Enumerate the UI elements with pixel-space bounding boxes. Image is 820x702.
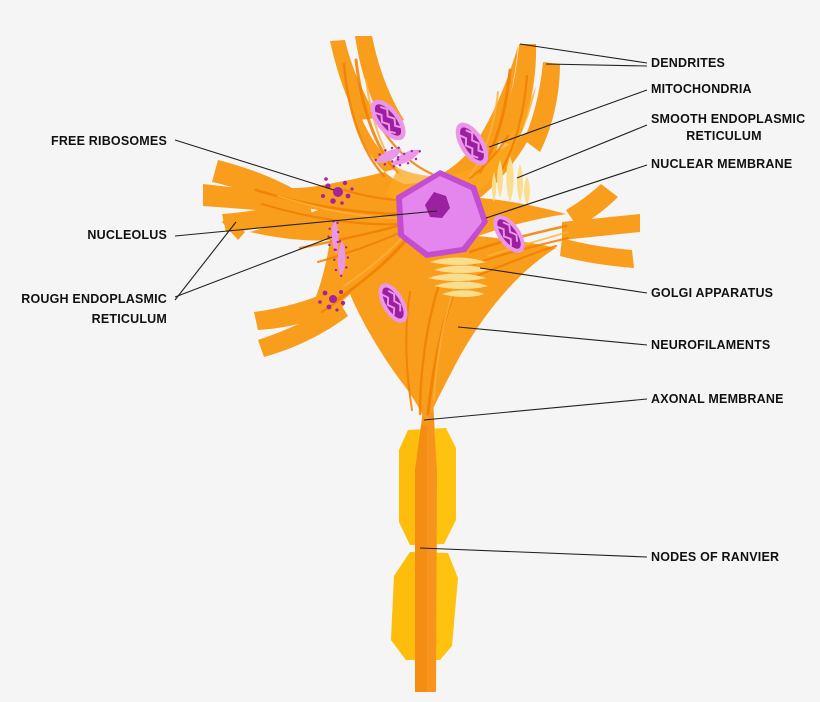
dendrite-left-tip <box>222 214 245 240</box>
label-rough-endoplasmic-reticulum-line1: ROUGH ENDOPLASMIC <box>21 292 167 306</box>
label-mitochondria: MITOCHONDRIA <box>651 82 752 96</box>
leader-dendrites-upper <box>519 43 648 64</box>
mito-matrix <box>460 127 484 161</box>
label-dendrites: DENDRITES <box>651 56 725 70</box>
mitochondrion-bottom <box>378 283 408 323</box>
label-axonal-membrane: AXONAL MEMBRANE <box>651 392 784 406</box>
free-ribosomes-lower <box>318 290 346 312</box>
label-golgi-apparatus: GOLGI APPARATUS <box>651 286 773 300</box>
leader-rough-er-a <box>174 236 333 298</box>
dendrite-right-lower <box>560 238 634 268</box>
rough-er-upper <box>374 146 422 168</box>
mito-cristae <box>496 221 519 247</box>
myelin-segment-2-shade <box>391 552 419 660</box>
dendrite-left-lower <box>222 196 312 232</box>
smooth-er <box>491 156 530 206</box>
label-smooth-endoplasmic-reticulum-line1: SMOOTH ENDOPLASMIC <box>651 112 805 126</box>
leader-axonal-membrane <box>423 398 648 421</box>
free-ribosomes-upper <box>321 177 354 205</box>
nucleus <box>396 170 488 258</box>
label-rough-endoplasmic-reticulum-line2: RETICULUM <box>92 312 167 326</box>
mito-matrix <box>497 219 521 249</box>
leader-rough-er-b <box>174 221 237 301</box>
dendrite-right-upper <box>566 184 618 228</box>
dendrite-right-middle <box>562 214 640 240</box>
dendrite-top-left-a <box>330 40 378 120</box>
leader-free-ribosomes <box>174 139 335 191</box>
label-free-ribosomes: FREE RIBOSOMES <box>51 134 167 148</box>
leader-smooth-er <box>516 124 648 179</box>
mitochondrion-top-right <box>455 122 489 166</box>
myelin-segment-1-shade <box>399 430 418 545</box>
label-smooth-endoplasmic-reticulum-line2: RETICULUM <box>686 129 761 143</box>
leader-nuclear-membrane <box>485 164 648 219</box>
leader-nodes-of-ranvier <box>419 547 648 558</box>
label-nucleolus: NUCLEOLUS <box>87 228 167 242</box>
mitochondrion-right <box>493 215 525 253</box>
axon-group <box>391 400 458 692</box>
mitochondrion-top-left <box>370 99 406 141</box>
mito-cristae <box>381 289 402 316</box>
label-nuclear-membrane: NUCLEAR MEMBRANE <box>651 157 792 171</box>
mito-cristae <box>374 105 402 135</box>
leader-nucleolus <box>174 210 438 237</box>
mito-matrix <box>382 287 404 319</box>
dendrite-top-right-a <box>495 44 537 146</box>
soma-highlight-upper <box>386 86 536 211</box>
leader-mitochondria <box>488 89 648 148</box>
label-neurofilaments: NEUROFILAMENTS <box>651 338 770 352</box>
labels-right-group: DENDRITES MITOCHONDRIA SMOOTH ENDOPLASMI… <box>651 56 805 564</box>
dendrite-bottom-left-b <box>258 300 348 357</box>
mito-cristae <box>459 129 485 159</box>
golgi-apparatus <box>428 257 490 297</box>
mito-matrix <box>374 104 402 136</box>
label-nodes-of-ranvier: NODES OF RANVIER <box>651 550 779 564</box>
leader-golgi-apparatus <box>479 267 648 294</box>
labels-left-group: FREE RIBOSOMES NUCLEOLUS ROUGH ENDOPLASM… <box>21 134 167 326</box>
leader-neurofilaments <box>457 326 648 346</box>
axon-core-front <box>415 425 437 692</box>
axon-core-stripe <box>415 425 427 692</box>
neurofilament-striations-light <box>277 79 569 401</box>
leader-lines-group <box>174 43 648 558</box>
leader-dendrites-lower <box>545 63 648 67</box>
dendrite-top-left-b <box>355 36 404 128</box>
